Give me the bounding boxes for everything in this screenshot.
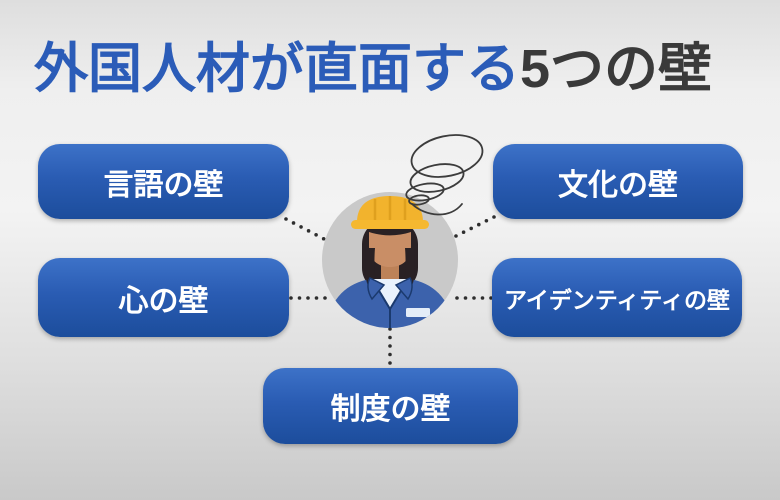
worker-avatar-illustration [322,192,458,328]
wall-box-culture: 文化の壁 [493,144,743,219]
wall-box-identity: アイデンティティの壁 [492,258,742,337]
wall-label-system: 制度の壁 [330,393,451,426]
wall-box-system: 制度の壁 [263,368,518,444]
wall-label-mind: 心の壁 [118,284,209,318]
lapel-left [367,277,386,301]
chest-badge [406,308,430,317]
hard-hat-brim [351,220,429,229]
connector-language [284,217,328,242]
title-highlight: 外国人材が直面する [34,39,520,99]
wall-label-language: 言語の壁 [103,168,224,202]
wall-box-language: 言語の壁 [38,144,289,219]
page-title: 外国人材が直面する5つの壁 [34,38,712,100]
wall-box-mind: 心の壁 [38,258,289,337]
wall-label-identity: アイデンティティの壁 [503,286,731,313]
lapel-right [394,277,413,301]
title-rest: 5つの壁 [520,39,713,99]
hair-bangs [369,229,411,236]
wall-label-culture: 文化の壁 [558,168,678,202]
connector-culture [452,215,496,239]
hard-hat-ridges [373,196,407,221]
worker-illustration-svg [326,196,454,328]
